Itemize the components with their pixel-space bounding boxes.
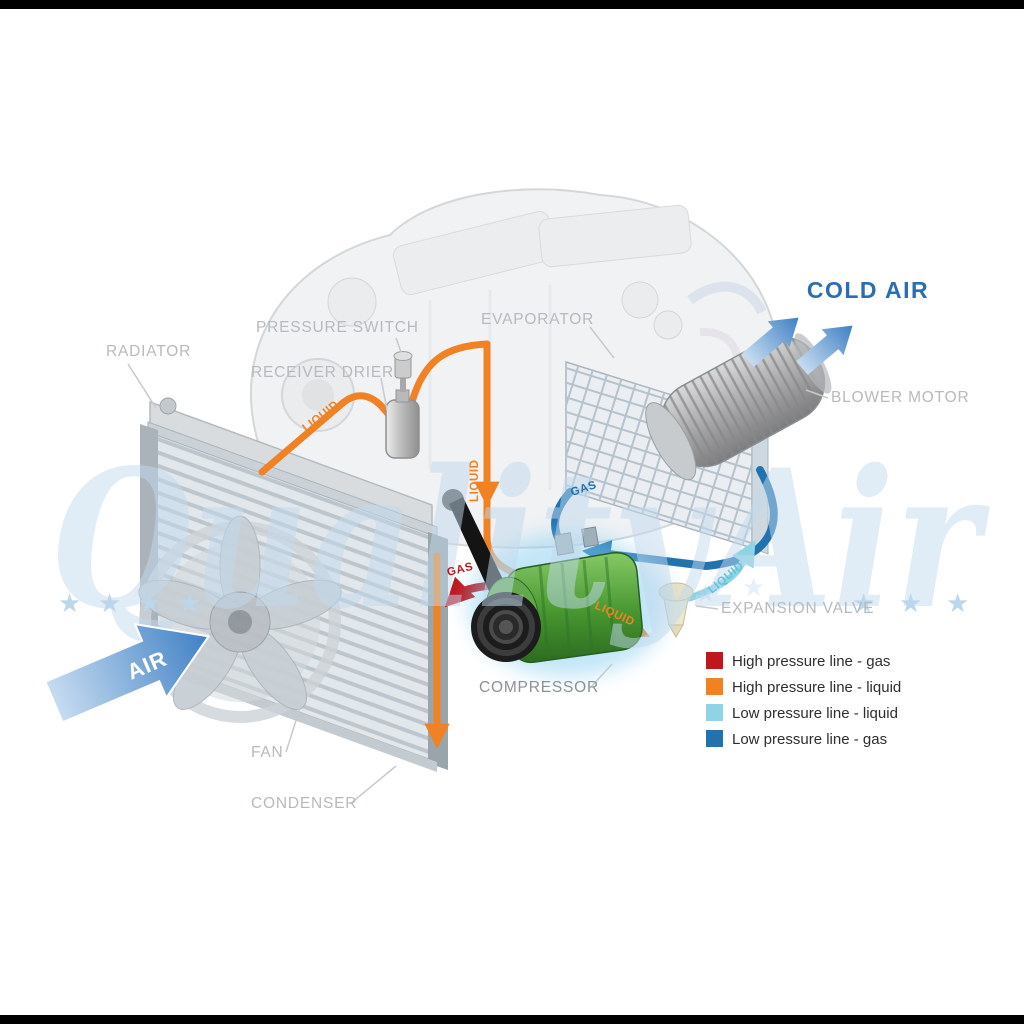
watermark-text: QualityAir xyxy=(50,428,990,651)
drive-belt xyxy=(449,497,510,602)
legend-row: High pressure line - gas xyxy=(706,652,890,670)
switch-stem xyxy=(400,378,406,392)
switch-cap xyxy=(393,351,413,361)
fan-leader xyxy=(285,707,301,753)
evaporator-label: EVAPORATOR xyxy=(481,311,594,328)
lp-gas-line-loop xyxy=(581,466,778,571)
expansion-valve-label: EXPANSION VALVE xyxy=(721,600,874,617)
star-icon: ★ xyxy=(899,589,922,619)
pressure-switch-label: PRESSURE SWITCH xyxy=(256,319,419,336)
radiator-leader xyxy=(127,363,157,409)
valve-cover-right xyxy=(538,204,692,268)
compressor-ridges xyxy=(538,556,616,659)
legend-swatch-lp-gas xyxy=(706,730,723,747)
condenser-leader xyxy=(349,765,397,805)
compressor xyxy=(442,489,668,677)
fan-hub-center xyxy=(228,610,252,634)
hp-liquid-line-top xyxy=(408,340,491,406)
letterbox-top xyxy=(0,0,1024,9)
valve-cone xyxy=(668,624,684,638)
cold-air-label: COLD AIR xyxy=(807,277,929,303)
pressure-switch-leader xyxy=(395,337,402,353)
star-icon: ★ xyxy=(58,589,81,619)
star-icon: ★ xyxy=(742,573,765,603)
receiver-drier-label: RECEIVER DRIER xyxy=(251,364,394,381)
legend: High pressure line - gas High pressure l… xyxy=(706,652,901,748)
intake-port-2 xyxy=(653,310,683,340)
compressor-leader xyxy=(591,663,613,687)
pressure-switch xyxy=(393,351,413,392)
star-icon: ★ xyxy=(852,589,875,619)
cold-air-arrow-icon xyxy=(742,317,799,367)
air-arrow-icon xyxy=(44,622,211,724)
receiver-drier-leader xyxy=(380,377,388,411)
legend-label-lp-liquid: Low pressure line - liquid xyxy=(732,705,898,722)
star-icon: ★ xyxy=(98,589,121,619)
clutch-hub xyxy=(499,620,513,634)
pulley-groove xyxy=(477,598,535,656)
legend-label-hp-gas: High pressure line - gas xyxy=(732,653,890,670)
blower-grille xyxy=(660,337,825,467)
engine-pulley-hub xyxy=(302,379,334,411)
lp-liquid-line xyxy=(686,540,756,602)
radiator-cap xyxy=(159,397,177,415)
watermark: QualityAir ★ ★ ★ ★ ★ ★ ★ ★ ★ xyxy=(50,428,990,651)
compressor-port-1 xyxy=(553,532,575,556)
legend-swatch-lp-liquid xyxy=(706,704,723,721)
compressor-label: COMPRESSOR xyxy=(479,679,599,696)
star-icon: ★ xyxy=(178,589,201,619)
engine-hose-blue xyxy=(687,281,767,315)
star-icon: ★ xyxy=(138,589,161,619)
blower-motor-label: BLOWER MOTOR xyxy=(831,389,970,406)
hp-liquid-line-to-drier xyxy=(258,392,392,476)
condenser-label: CONDENSER xyxy=(251,795,357,812)
fan-label: FAN xyxy=(251,744,284,761)
air-intake-group: AIR xyxy=(44,622,211,724)
legend-swatch-hp-gas xyxy=(706,652,723,669)
cold-air-arrow-icon xyxy=(796,325,853,375)
evaporator-leader xyxy=(589,326,615,359)
cold-air-group: COLD AIR xyxy=(742,277,929,375)
blower-motor-leader xyxy=(805,389,829,399)
legend-label-hp-liquid: High pressure line - liquid xyxy=(732,679,901,696)
fan xyxy=(138,515,342,723)
receiver-drier xyxy=(385,389,420,459)
star-icon: ★ xyxy=(694,579,717,609)
intake-port-1 xyxy=(621,281,659,319)
leader-lines xyxy=(127,326,829,805)
legend-swatch-hp-liquid xyxy=(706,678,723,695)
letterbox-bottom xyxy=(0,1015,1024,1024)
legend-label-lp-gas: Low pressure line - gas xyxy=(732,731,887,748)
blower-end-cap xyxy=(645,402,697,481)
legend-row: High pressure line - liquid xyxy=(706,678,901,696)
engine-pulley-small xyxy=(327,277,377,327)
star-icon: ★ xyxy=(946,589,969,619)
compressor-port-2 xyxy=(580,526,600,548)
expansion-valve-leader xyxy=(695,605,719,610)
radiator-label: RADIATOR xyxy=(106,343,191,360)
legend-row: Low pressure line - gas xyxy=(706,730,887,748)
legend-row: Low pressure line - liquid xyxy=(706,704,898,722)
liquid-flow-label: LIQUID xyxy=(469,459,481,502)
